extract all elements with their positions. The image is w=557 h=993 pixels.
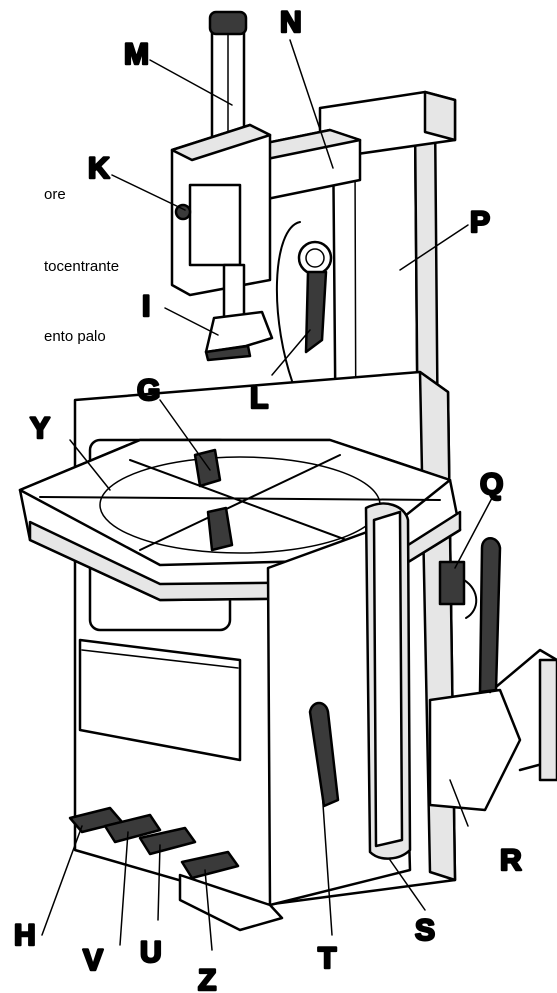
- slide-head: [170, 123, 272, 322]
- valve-unit: [438, 560, 478, 619]
- inflation-gauge: [275, 221, 333, 400]
- control-lever: [308, 701, 340, 808]
- label-y: Y: [30, 412, 50, 445]
- label-n: N: [280, 6, 302, 39]
- label-t: T: [318, 942, 336, 975]
- label-r: R: [500, 844, 522, 877]
- label-h: H: [14, 919, 36, 952]
- label-p: P: [470, 206, 490, 239]
- label-z: Z: [198, 964, 216, 993]
- label-k: K: [88, 152, 110, 185]
- caption-fragment-2: tocentrante: [44, 258, 120, 275]
- label-q: Q: [480, 468, 503, 501]
- caption-fragment-3: ento palo: [44, 328, 106, 345]
- mount-tool: [204, 310, 274, 362]
- leader-lines: [41, 39, 493, 951]
- bead-breaker: [428, 537, 557, 812]
- label-g: G: [137, 374, 160, 407]
- side-cover: [266, 502, 412, 907]
- label-s: S: [415, 914, 435, 947]
- pedals: [68, 806, 284, 932]
- label-i: I: [142, 290, 150, 323]
- label-m: M: [124, 38, 149, 71]
- label-u: U: [140, 936, 162, 969]
- caption-fragment-1: ore: [44, 186, 66, 203]
- label-v: V: [83, 944, 103, 977]
- label-l: L: [250, 382, 268, 415]
